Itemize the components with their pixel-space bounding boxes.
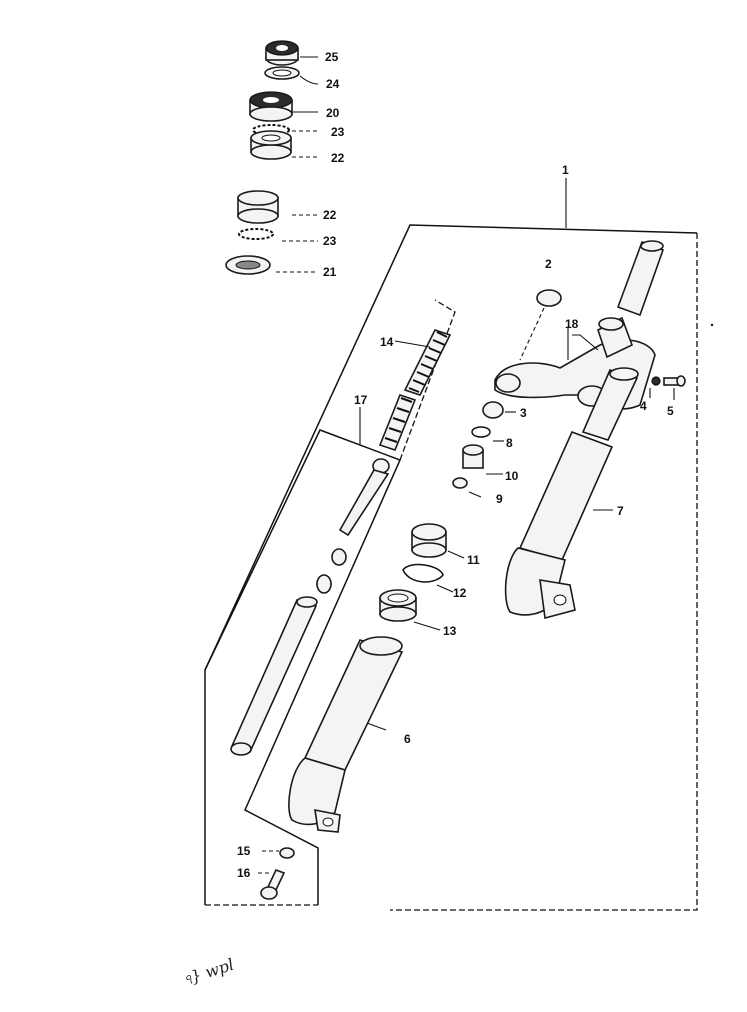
ball-race-23-bottom (238, 228, 318, 242)
callout-1: 1 (562, 163, 569, 177)
callout-23-top: 23 (331, 125, 345, 139)
cone-22-bottom (237, 190, 318, 224)
bolt-5-washer-4 (649, 375, 686, 400)
callout-4: 4 (640, 399, 647, 413)
seal-11-clip-12-bush-13 (379, 523, 465, 631)
callout-12: 12 (453, 586, 467, 600)
left-fork-leg-6 (288, 636, 404, 833)
cone-22-top (250, 130, 318, 160)
callout-17: 17 (354, 393, 368, 407)
callout-13: 13 (443, 624, 457, 638)
inner-frame (204, 299, 456, 905)
callout-6: 6 (404, 732, 411, 746)
specks (710, 323, 714, 327)
callout-22-bottom: 22 (323, 208, 337, 222)
callout-15: 15 (237, 844, 251, 858)
adjust-nut-20 (249, 91, 318, 122)
callout-21: 21 (323, 265, 337, 279)
callout-labels: 25 24 20 23 22 22 23 21 1 2 18 14 17 4 5… (237, 50, 674, 880)
callout-25: 25 (325, 50, 339, 64)
callout-8: 8 (506, 436, 513, 450)
callout-23-bottom: 23 (323, 234, 337, 248)
callout-22-top: 22 (331, 151, 345, 165)
steering-stem-tube (616, 240, 665, 317)
callout-18: 18 (565, 317, 579, 331)
callout-3: 3 (520, 406, 527, 420)
callout-5: 5 (667, 404, 674, 418)
callout-14: 14 (380, 335, 394, 349)
right-fork-leg-7 (504, 367, 639, 620)
callout-24: 24 (326, 77, 340, 91)
damper-rod-17 (230, 458, 390, 756)
bolt-16-washer-15 (258, 847, 295, 900)
callout-16: 16 (237, 866, 251, 880)
callout-2: 2 (545, 257, 552, 271)
handwritten-note: ঀ} wpl (181, 955, 236, 989)
callout-9: 9 (496, 492, 503, 506)
top-nut-25 (265, 40, 318, 66)
callout-11: 11 (467, 553, 480, 567)
spring-14 (378, 329, 452, 451)
seal-21 (225, 255, 318, 275)
cap-2 (519, 289, 562, 361)
callout-10: 10 (505, 469, 519, 483)
under-bracket-18 (494, 316, 656, 410)
callout-20: 20 (326, 106, 340, 120)
callout-7: 7 (617, 504, 624, 518)
damper-parts-3-8-10-9 (452, 401, 516, 498)
washer-24 (264, 66, 319, 85)
assembly-frame (204, 178, 698, 911)
ball-race-23-top (252, 124, 318, 136)
